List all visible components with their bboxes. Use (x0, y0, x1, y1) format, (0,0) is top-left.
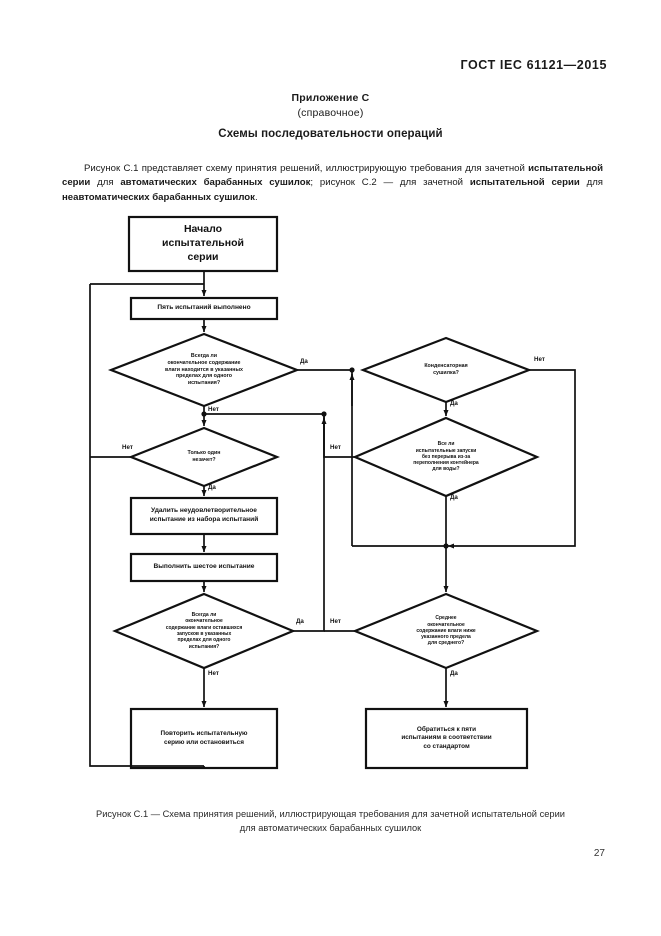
edge-label-average-yes: Да (450, 670, 458, 677)
annex-title: Приложение С (291, 92, 370, 104)
edge-condenser-no (447, 369, 576, 549)
intro-text-e: ; рисунок С.2 — для зачетной (310, 177, 470, 189)
shape-term-refer (364, 707, 529, 770)
edge-label-condenser-yes: Да (450, 400, 458, 407)
intro-text-d: автоматических барабанных сушилок (120, 177, 311, 189)
edge-label-condenser-no: Нет (534, 356, 545, 363)
intro-text-i: . (254, 192, 258, 204)
shape-five-tests (129, 296, 279, 321)
shape-start (127, 215, 279, 273)
shape-dec-no-interrupt (352, 416, 540, 498)
intro-text-g: для (579, 177, 604, 189)
shape-proc-sixth (129, 552, 279, 583)
edge-label-dec1-yes: Да (300, 358, 308, 365)
intro-paragraph: Рисунок С.1 представляет схему принятия … (62, 162, 603, 207)
annex-heading: Приложение С (справочное) (0, 92, 661, 119)
figure-caption: Рисунок С.1 — Схема принятия решений, ил… (58, 808, 603, 836)
intro-text-f: испытательной серии (469, 177, 580, 189)
shape-term-repeat (129, 707, 279, 770)
flowchart-diagram (89, 215, 576, 770)
shape-dec-one-fail (128, 426, 280, 488)
document-header: ГОСТ IEC 61121—2015 (460, 58, 607, 72)
intro-text-b: испытательной серии (62, 162, 603, 189)
intro-text-c: для (90, 177, 121, 189)
shape-dec-final-moisture (107, 332, 301, 408)
shape-dec-remaining (112, 592, 296, 670)
edge-left-rail-bottom (89, 284, 204, 767)
shape-proc-remove (129, 496, 279, 536)
edge-label-onefail-no: Нет (122, 444, 133, 451)
intro-text-h: неавтоматических барабанных сушилок (62, 192, 255, 204)
shape-dec-average (352, 592, 540, 670)
edge-remaining-yes (206, 413, 325, 632)
edge-label-remaining-no: Нет (208, 670, 219, 677)
caption-line-1: Рисунок С.1 — Схема принятия решений, ил… (96, 809, 565, 819)
edge-label-onefail-yes: Да (208, 484, 216, 491)
intro-text-a: Рисунок С.1 представляет схему принятия … (84, 162, 529, 174)
junction-dots (201, 367, 449, 549)
edge-label-average-no: Нет (330, 618, 341, 625)
edge-label-dec1-no: Нет (208, 406, 219, 413)
page-number: 27 (593, 848, 605, 859)
edge-label-nointerrupt-no: Нет (330, 444, 341, 451)
annex-subtitle: (справочное) (297, 107, 364, 119)
caption-line-2: для автоматических барабанных сушилок (239, 822, 422, 833)
section-title: Схемы последовательности операций (218, 128, 443, 140)
shape-dec-condenser (359, 336, 533, 404)
edge-label-nointerrupt-yes: Да (450, 494, 458, 501)
edge-label-remaining-yes: Да (296, 618, 304, 625)
